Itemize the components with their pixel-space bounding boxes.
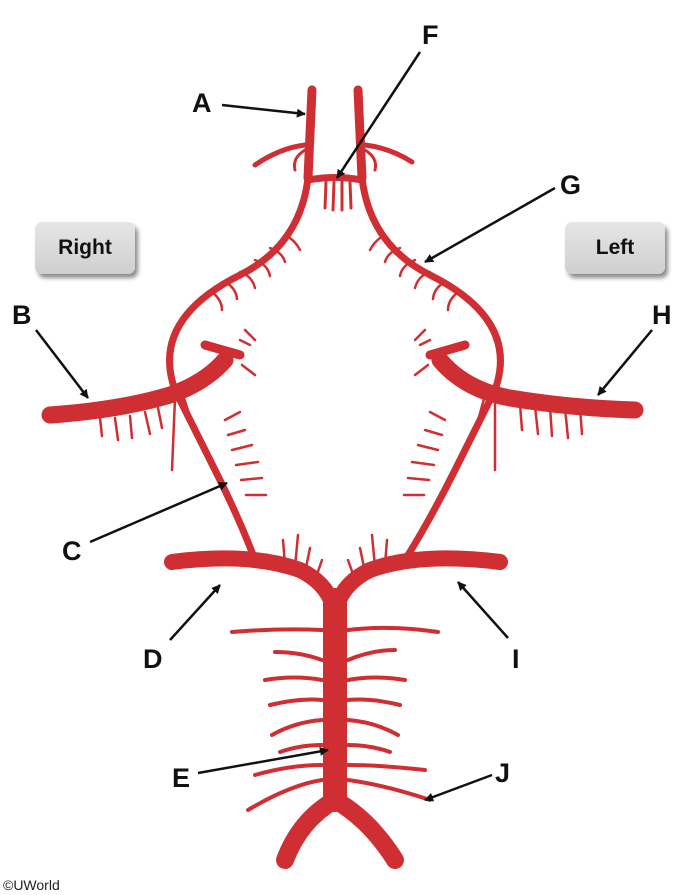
label-J: J [495,758,511,788]
arrow-G [424,186,556,264]
right-side-label: Right [58,236,112,259]
left-vertebral-artery [326,791,404,869]
arc-side-branches [210,233,460,312]
right-top-branch-small [293,148,307,172]
left-side-box: Left [565,222,665,274]
arrow-J [424,773,493,802]
label-E: E [172,763,191,793]
label-A: A [192,88,212,118]
copyright-text: ©UWorld [3,877,60,893]
right-internal-carotid-stem [303,85,317,183]
right-posterior-cerebral-artery [164,550,341,613]
posterior-cerebral-branches [281,533,389,582]
arrow-H [597,329,653,396]
arrow-B [35,329,89,399]
label-B: B [12,300,32,330]
basilar-branches [230,625,440,812]
right-vertebral-artery [276,791,344,869]
label-C: C [62,536,82,566]
label-I: I [512,644,520,674]
right-top-branch [252,142,308,168]
anterior-communicating-artery [304,174,366,184]
left-top-branch [362,142,415,165]
label-H: H [652,300,672,330]
left-internal-carotid-stem [353,85,367,183]
right-side-box: Right [35,222,135,274]
arrow-C [89,481,228,544]
middle-cerebral-branches [98,393,584,472]
arrow-A [221,103,306,118]
anterior-communicating-perforators [323,180,353,212]
right-middle-cerebral-artery [41,351,234,424]
label-F: F [422,20,439,50]
arrow-D [169,584,221,641]
left-middle-cerebral-artery [431,351,644,419]
label-D: D [143,644,163,674]
posterior-communicating-branches [223,410,447,497]
left-posterior-cerebral-artery [329,550,508,613]
arrow-E [197,746,329,775]
left-side-label: Left [595,236,635,259]
right-middle-stub [200,340,245,360]
label-G: G [560,170,582,200]
arrow-I [457,581,509,639]
left-top-branch-small [363,148,377,172]
arrow-F [335,51,422,179]
